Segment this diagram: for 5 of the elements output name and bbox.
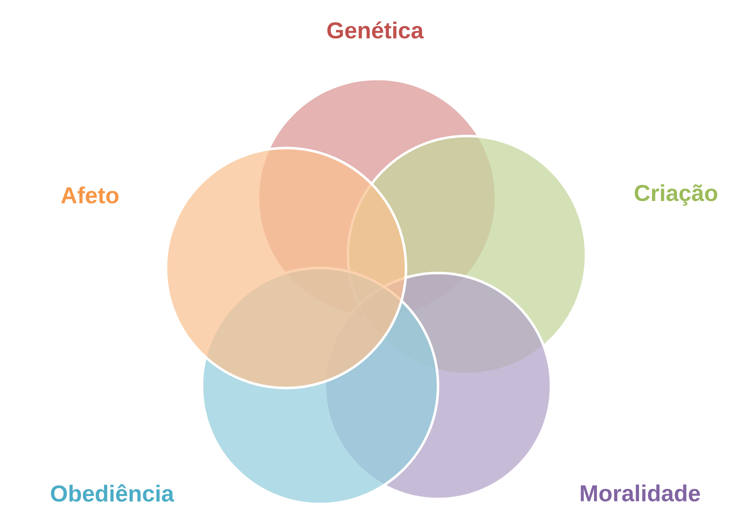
circle-label: Afeto xyxy=(61,186,118,204)
circle-label: Criação xyxy=(634,184,718,206)
circle-label: Obediência xyxy=(50,484,174,502)
circle-label: Moralidade xyxy=(580,484,700,502)
circle-label: Genética xyxy=(327,21,424,39)
